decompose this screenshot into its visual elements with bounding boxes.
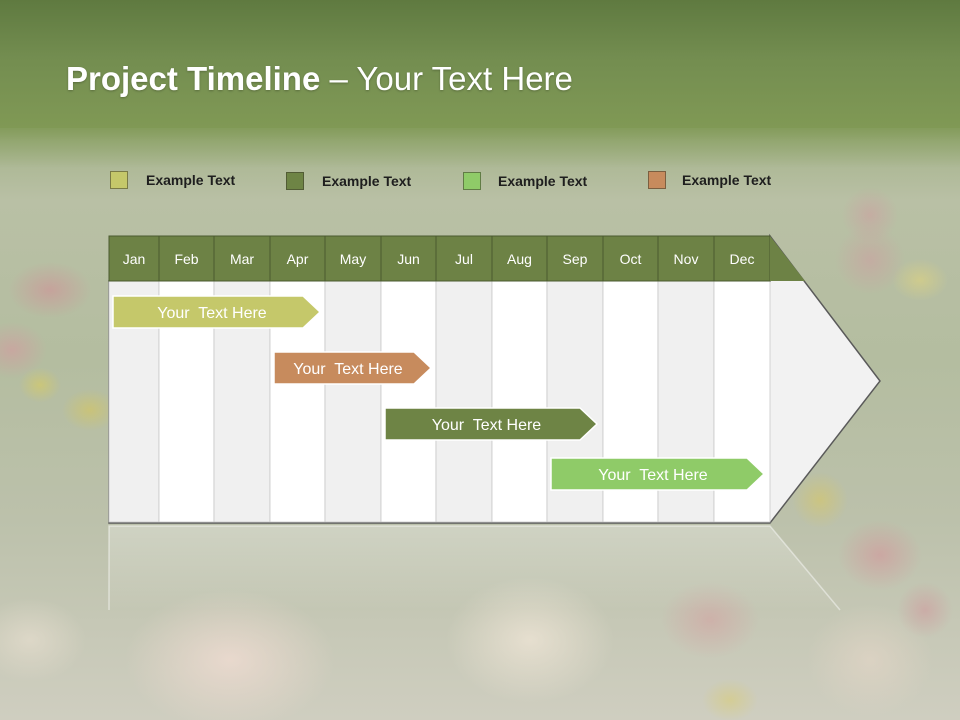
timeline-reflection — [109, 526, 840, 610]
title-band — [0, 0, 960, 128]
task-label: Your Text Here — [157, 305, 267, 322]
month-header-apr — [269, 235, 326, 282]
month-label: May — [340, 251, 366, 267]
task-arrow-shape — [273, 351, 433, 385]
month-header-jan — [108, 235, 160, 282]
month-label: Oct — [620, 251, 642, 267]
month-header-feb — [158, 235, 215, 282]
legend-label: Example Text — [682, 172, 772, 188]
month-header-mar — [213, 235, 271, 282]
month-label: Jul — [455, 251, 473, 267]
month-label: Dec — [730, 251, 755, 267]
month-column-may — [324, 280, 382, 523]
month-header-sep — [546, 235, 604, 282]
month-label: Jun — [397, 251, 420, 267]
month-header-may — [324, 235, 382, 282]
month-header-oct — [602, 235, 659, 282]
month-label: Apr — [287, 251, 309, 267]
page-title: Project Timeline – Your Text Here — [66, 60, 573, 98]
month-label: Mar — [230, 251, 254, 267]
month-label: Jan — [123, 251, 146, 267]
month-label: Aug — [507, 251, 532, 267]
month-header-jun — [380, 235, 437, 282]
month-label: Sep — [563, 251, 588, 267]
task-label: Your Text Here — [432, 417, 542, 434]
month-column-jul — [435, 280, 493, 523]
title-rest: – Your Text Here — [320, 60, 573, 97]
title-band-fade — [0, 128, 960, 168]
month-header-nov — [657, 235, 715, 282]
legend-swatch — [648, 171, 666, 189]
legend-swatch — [110, 171, 128, 189]
task-arrow-shape — [550, 457, 766, 491]
month-column-aug — [491, 280, 548, 523]
month-header-aug — [491, 235, 548, 282]
legend-swatch — [286, 172, 304, 190]
legend-swatch — [463, 172, 481, 190]
month-column-jun — [380, 280, 437, 523]
task-label: Your Text Here — [293, 361, 403, 378]
task-arrow: Your Text Here — [112, 295, 322, 329]
legend-label: Example Text — [498, 173, 588, 189]
task-arrow-shape — [112, 295, 322, 329]
legend-label: Example Text — [146, 172, 236, 188]
task-label: Your Text Here — [598, 467, 708, 484]
task-arrow: Your Text Here — [384, 407, 599, 441]
header-arrow-shoulder — [770, 236, 805, 281]
timeline-reflection-edge — [108, 525, 841, 611]
task-arrow: Your Text Here — [550, 457, 766, 491]
legend-label: Example Text — [322, 173, 412, 189]
month-label: Feb — [174, 251, 198, 267]
task-arrow-shape — [384, 407, 599, 441]
month-label: Nov — [674, 251, 699, 267]
title-bold: Project Timeline — [66, 60, 321, 97]
task-arrow: Your Text Here — [273, 351, 433, 385]
